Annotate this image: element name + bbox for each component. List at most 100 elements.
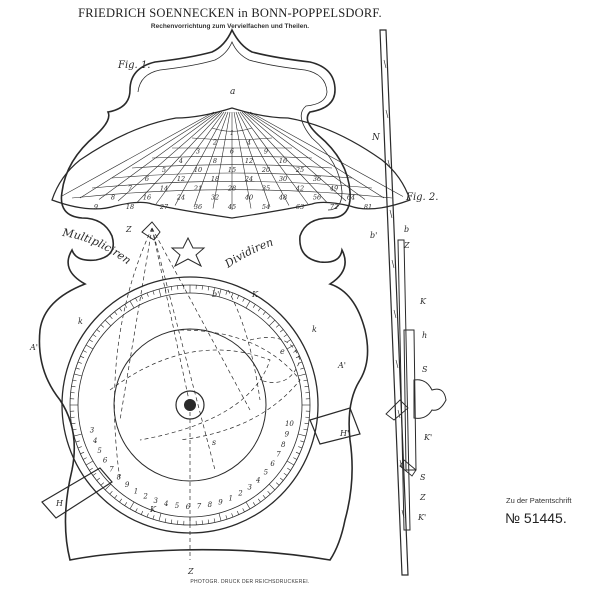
- fan-number: 24: [176, 194, 185, 202]
- fan-number: 16: [279, 157, 287, 165]
- dial-tick: [300, 367, 305, 370]
- dial-tick: [74, 373, 82, 377]
- dial-tick: [85, 460, 94, 466]
- dial-tick: [71, 385, 76, 388]
- dial-tick: [245, 300, 251, 309]
- dial-tick: [252, 502, 256, 506]
- dial-tick: [293, 350, 298, 353]
- ref-b-prime: b': [212, 290, 219, 299]
- fan-column-line: [243, 111, 347, 202]
- dial-tick: [304, 422, 309, 425]
- fan-column-line: [193, 111, 229, 208]
- fan-column-line: [212, 111, 231, 209]
- dial-number: 4: [163, 500, 168, 508]
- dial-tick: [295, 451, 300, 455]
- dial-tick: [109, 491, 113, 495]
- dial-tick: [262, 311, 266, 316]
- fan-column-line: [237, 111, 290, 206]
- dial-number: 7: [197, 503, 202, 511]
- dial-number: 5: [264, 469, 269, 477]
- ref-s: s: [212, 438, 216, 447]
- dial-number: 5: [175, 502, 180, 510]
- fig2-ref-z: Z: [403, 241, 410, 250]
- dial-tick: [279, 477, 284, 481]
- fan-number: 12: [245, 157, 253, 165]
- dial-tick: [279, 329, 284, 333]
- dial-tick: [82, 457, 87, 460]
- dial-tick: [80, 451, 85, 455]
- patent-label: Zu der Patentschrift: [506, 496, 572, 505]
- dial-tick: [129, 501, 135, 510]
- dial-number: 10: [285, 420, 294, 428]
- label-dividieren: Dividiren: [222, 236, 275, 271]
- dial-number: 1: [134, 487, 138, 495]
- fan-number: 16: [143, 194, 151, 202]
- dial-tick: [72, 428, 77, 431]
- fan-number: 27: [159, 203, 169, 211]
- dial-number: 3: [90, 427, 95, 435]
- fan-number: 15: [228, 166, 236, 174]
- fan-number: 8: [213, 157, 217, 165]
- dial-tick: [124, 304, 128, 308]
- dial-tick: [267, 491, 271, 495]
- fan-number: 28: [227, 184, 236, 192]
- fan-number: 4: [178, 157, 183, 165]
- dial-tick: [124, 502, 128, 506]
- dial-tick: [298, 433, 306, 437]
- dial-tick: [303, 379, 308, 382]
- fan-column-line: [79, 111, 217, 199]
- fan-number: 4: [246, 138, 251, 146]
- dial-tick: [276, 324, 280, 328]
- fan-number: 1: [230, 129, 234, 137]
- fan-column-line: [247, 111, 385, 199]
- fan-number: 9: [264, 148, 268, 156]
- dial-tick: [114, 494, 118, 499]
- dial-tick: [140, 295, 144, 300]
- fan-number: 6: [230, 148, 234, 156]
- dial-tick: [257, 307, 261, 312]
- fan-number: 40: [244, 194, 253, 202]
- fan-number: 63: [296, 203, 304, 211]
- dial-tick: [245, 501, 251, 510]
- dial-tick: [75, 440, 80, 443]
- dial-tick: [85, 344, 94, 350]
- fan-column-line: [239, 111, 309, 205]
- dial-tick: [207, 286, 210, 291]
- fig2-ref-z-low: Z: [419, 493, 426, 502]
- dial-tick: [100, 482, 104, 486]
- fan-column-line: [98, 111, 219, 200]
- construction-lines: [109, 227, 301, 560]
- dial-number: 8: [208, 501, 213, 509]
- dial-tick: [213, 518, 216, 523]
- ref-z: Z: [125, 225, 132, 234]
- dial-number: 9: [285, 430, 290, 438]
- dial-tick: [293, 457, 298, 460]
- dial-number: 8: [281, 441, 286, 449]
- dial-tick: [71, 422, 76, 425]
- fan-column-line: [136, 111, 223, 203]
- dial-tick: [146, 513, 149, 518]
- dial-ticks: [70, 285, 310, 525]
- fan-number: 6: [145, 175, 149, 183]
- fan-number: 72: [330, 203, 338, 211]
- dial-tick: [109, 315, 113, 319]
- dial-tick: [298, 373, 306, 377]
- fig2-dial-section: [397, 239, 411, 531]
- fan-number: 20: [261, 166, 270, 174]
- fan-table-outline: [51, 107, 411, 219]
- ref-h-prime: H': [339, 429, 349, 438]
- dial-tick: [268, 483, 276, 491]
- dial-tick: [158, 513, 162, 521]
- fan-number: 10: [194, 166, 202, 174]
- dial-tick: [164, 518, 167, 523]
- fan-column-line: [233, 111, 252, 209]
- dial-number: 1: [228, 494, 232, 502]
- fig2-ref-b-prime: b': [370, 231, 377, 240]
- fan-column-line: [60, 111, 215, 197]
- pointer-z: [141, 221, 161, 241]
- dial-tick: [135, 297, 138, 302]
- fan-table-grid: [60, 111, 404, 210]
- fan-number: 12: [177, 175, 185, 183]
- dial-tick: [218, 289, 222, 297]
- fan-number: 3: [196, 148, 200, 156]
